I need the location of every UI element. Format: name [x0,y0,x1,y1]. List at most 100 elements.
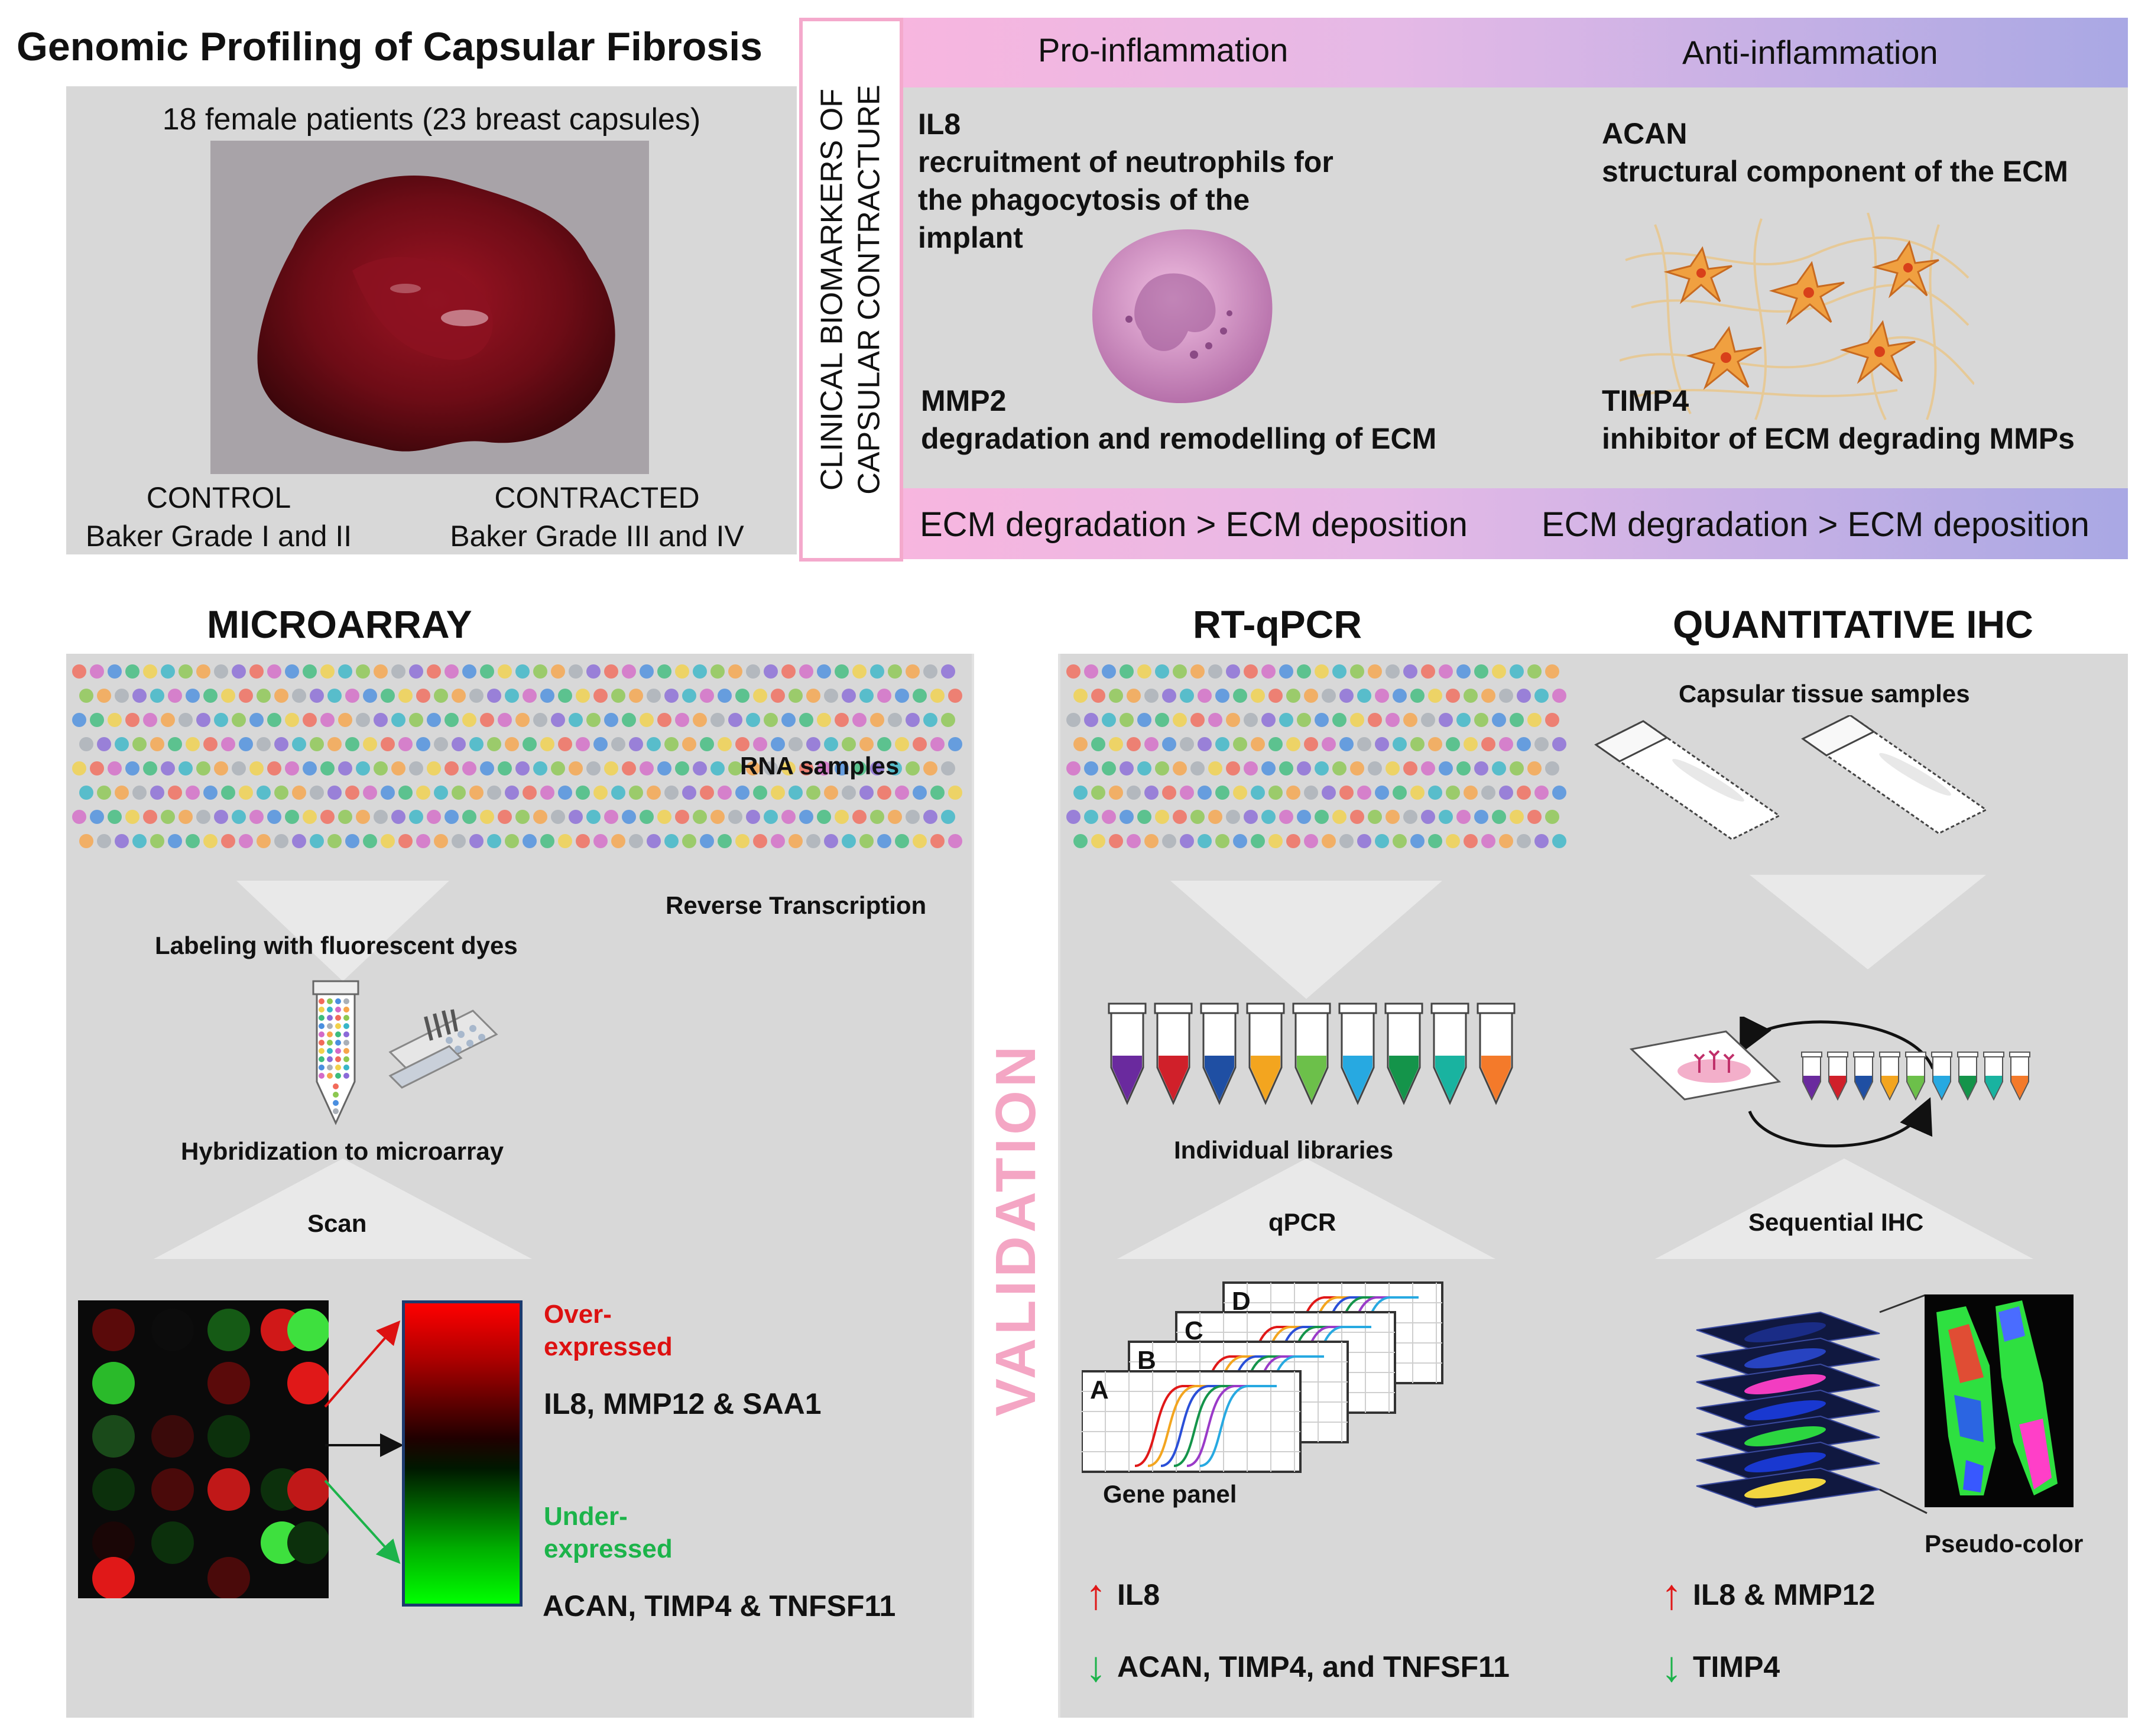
sample-dot [533,810,547,824]
sample-dot [1403,761,1417,775]
sample-dot [1332,810,1346,824]
sample-dot [143,810,157,824]
sample-dot [356,664,370,679]
sample-dot [239,786,253,800]
sample-dot [1102,761,1116,775]
pseudo-color-image [1925,1294,2074,1507]
ihc-layer [1696,1311,1880,1352]
array-spot [92,1415,135,1458]
sample-dot [274,689,288,703]
sample-dot [923,664,937,679]
sample-dot [1375,689,1389,703]
sample-dot [179,761,193,775]
sample-dot [409,664,423,679]
sample-dot [1215,737,1229,751]
sample-dot [179,664,193,679]
sample-dot [374,713,388,727]
sample-dot [682,834,696,848]
sample-dot [1350,761,1364,775]
sample-dot [203,834,218,848]
capsular-tissue-label: Capsular tissue samples [1679,680,1970,708]
sample-dot [1368,664,1382,679]
control-grade: Baker Grade I and II [85,520,352,553]
sample-dot [888,810,902,824]
sample-dot [576,737,590,751]
sample-dot [1375,737,1389,751]
sample-dot [310,689,324,703]
sample-dot [239,834,253,848]
sample-dot [1066,664,1081,679]
sample-dot [398,786,413,800]
sample-dot [558,834,572,848]
sample-dot [1268,834,1283,848]
sample-dot [771,834,785,848]
dye-tube-icon [312,980,359,1125]
sample-dot [859,689,874,703]
sample-dot [487,786,501,800]
sample-dot [700,737,714,751]
sample-dot [1510,713,1524,727]
sample-dot [1268,689,1283,703]
sample-dot [1446,737,1460,751]
microarray-heading: MICROARRAY [207,602,472,646]
sample-dot [693,810,707,824]
sample-dot [79,834,93,848]
antibody-tube-icon [1879,1052,1900,1101]
sample-dot [303,664,317,679]
sample-dot [267,810,281,824]
sample-dot [469,786,484,800]
sample-dot [1073,834,1088,848]
sample-dot [540,737,554,751]
sample-dot [150,689,164,703]
sample-dot [1332,761,1346,775]
sample-dot [1233,834,1247,848]
sample-dot [1233,737,1247,751]
sample-dot [1251,737,1265,751]
sample-dot [143,713,157,727]
sample-dot [292,737,306,751]
sample-dot [647,786,661,800]
labeling-label: Labeling with fluorescent dyes [155,932,518,959]
sample-dot [842,737,856,751]
expression-scale-bar [402,1300,523,1607]
sample-dot [1332,713,1346,727]
library-tube-icon [1154,1002,1193,1105]
sample-dot [292,689,306,703]
microarray-scan-image [78,1300,329,1598]
sample-dot [859,834,874,848]
sample-dot [1286,737,1300,751]
sample-dot [196,664,210,679]
under-expressed-genes: ACAN, TIMP4 & TNFSF11 [543,1589,896,1623]
sample-dot [480,664,494,679]
sample-dot [1066,713,1081,727]
il8-desc-2: the phagocytosis of the [918,183,1250,216]
sample-dot [444,713,459,727]
library-tube-icon [1246,1002,1285,1105]
contracted-label: CONTRACTED Baker Grade III and IV [443,479,751,556]
sample-dot [391,761,405,775]
rna-samples-label: RNA samples [740,752,900,780]
array-spot [207,1557,250,1598]
sample-dot [1421,664,1435,679]
sample-dot [487,834,501,848]
sample-dot [1120,810,1134,824]
sample-dot [895,834,909,848]
sample-dot [852,713,867,727]
sample-dot [345,689,359,703]
sample-dot [1499,737,1513,751]
sample-dot [913,737,927,751]
sample-dot [835,761,849,775]
sample-dot [1464,834,1478,848]
sample-dot [303,810,317,824]
sample-dot [948,689,962,703]
sample-dot [72,761,86,775]
sample-dot [1428,737,1442,751]
sample-dot [1286,786,1300,800]
sample-dot [604,664,618,679]
sample-dot [1552,786,1566,800]
sample-dot [817,761,831,775]
sample-dot [771,737,785,751]
sample-dot [161,664,175,679]
sample-dot [196,713,210,727]
